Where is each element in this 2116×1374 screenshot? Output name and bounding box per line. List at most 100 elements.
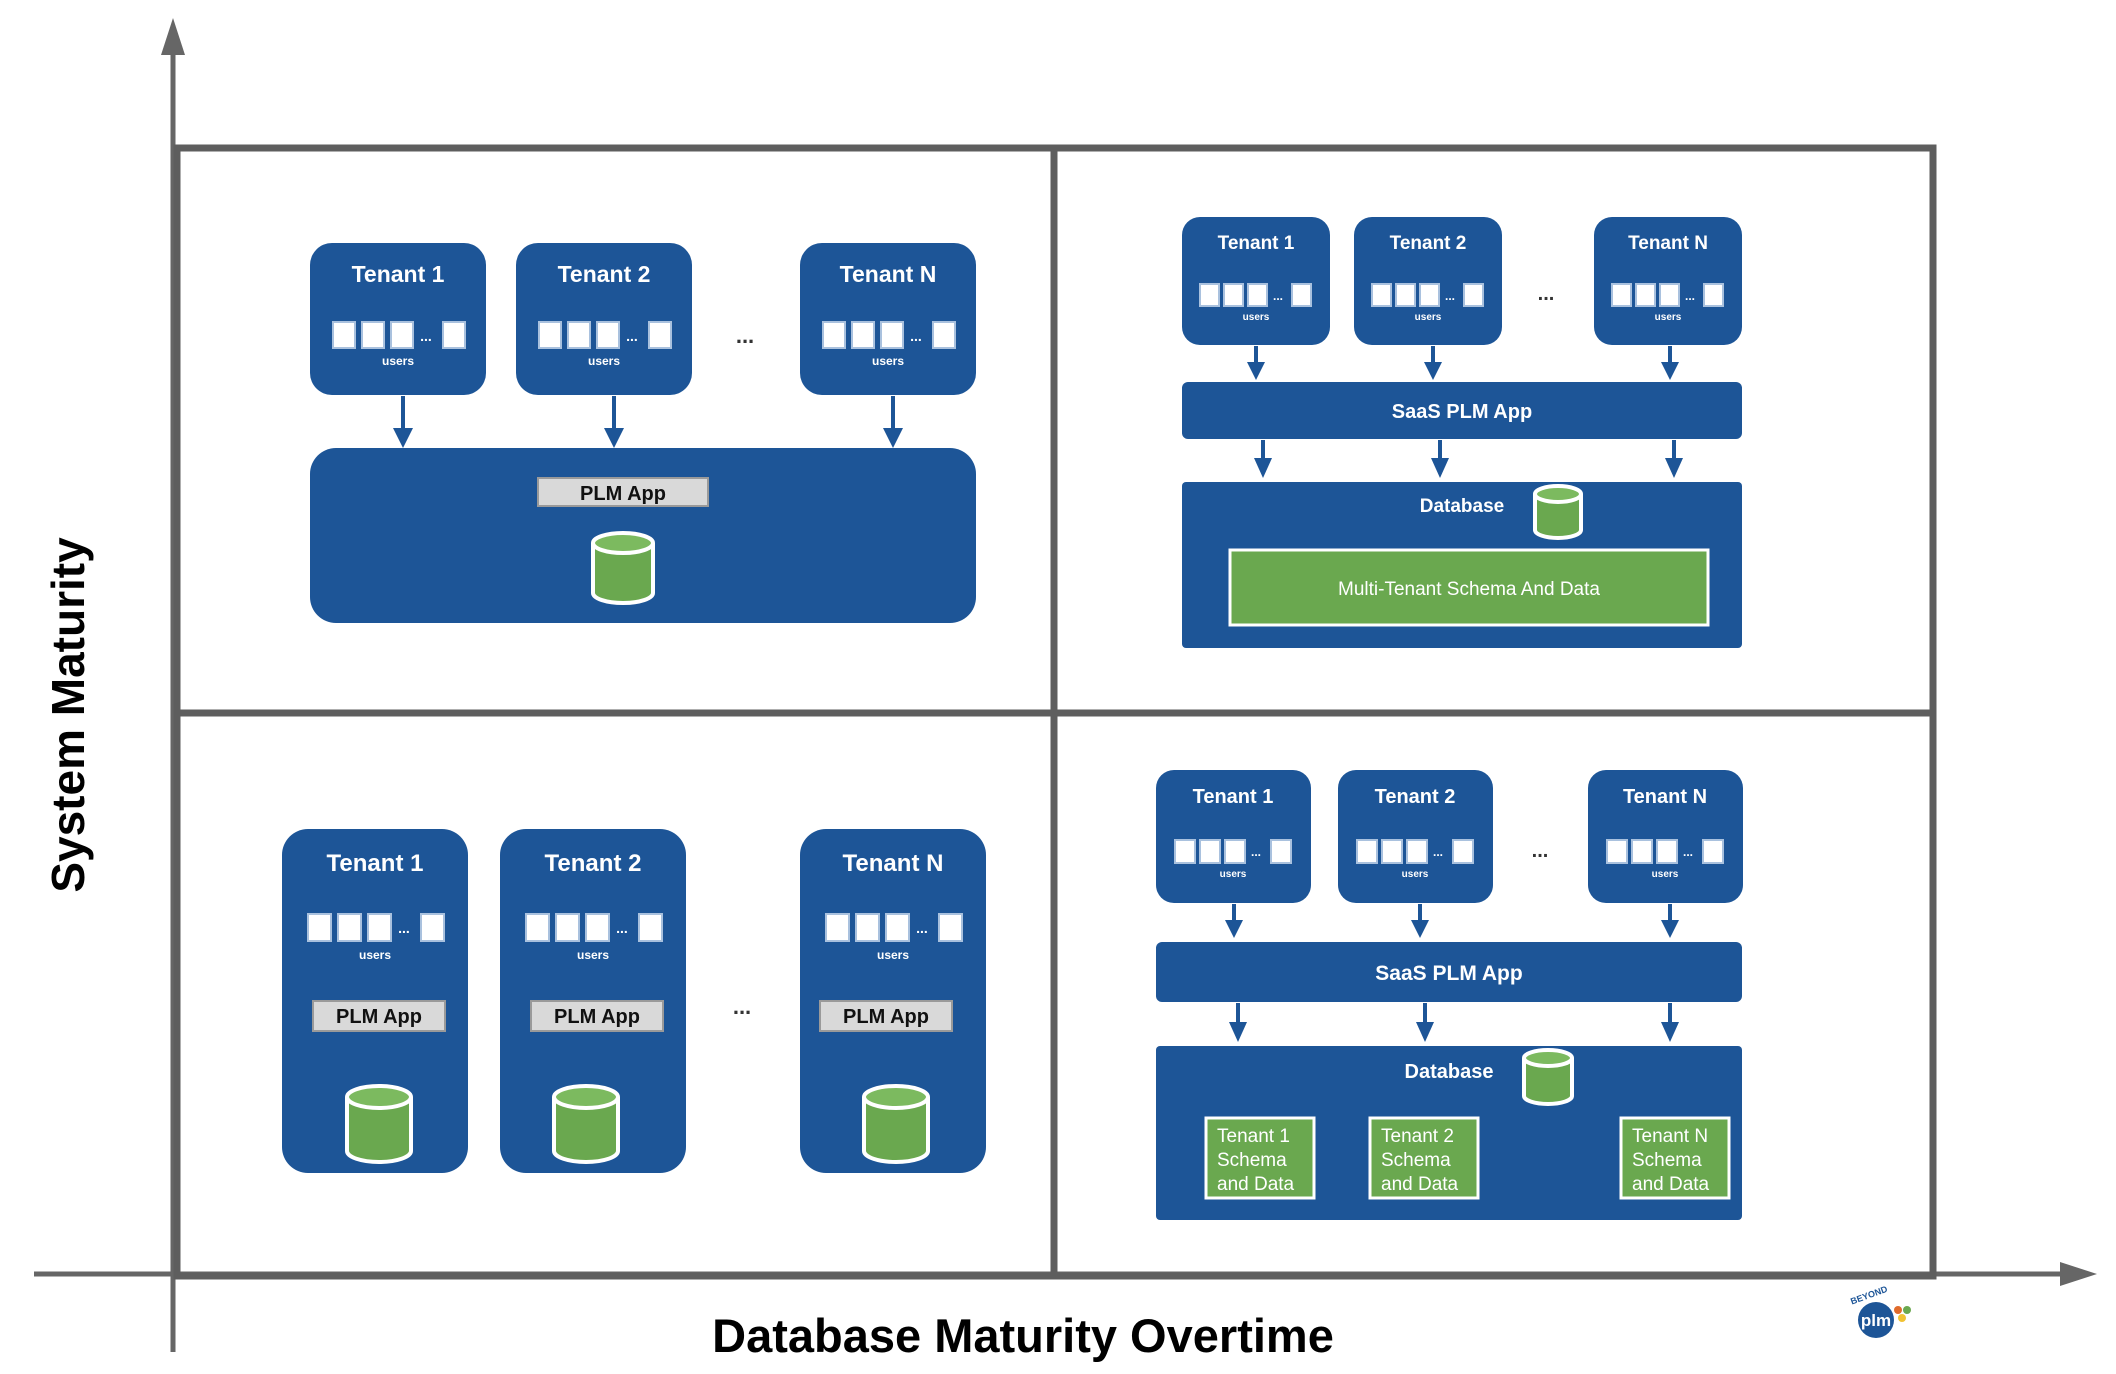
arrow: [1661, 1003, 1679, 1042]
database-container: Database Multi-Tenant Schema And Data: [1182, 482, 1742, 648]
ellipsis: ...: [736, 323, 754, 348]
multi-tenant-schema-box: Multi-Tenant Schema And Data: [1228, 548, 1710, 627]
svg-text:...: ...: [616, 920, 628, 936]
users-icon-row: ...: [1611, 283, 1724, 307]
users-icon-row: ...: [1371, 283, 1484, 307]
plm-app-label: PLM App: [819, 1000, 953, 1032]
database-cylinder-icon: [862, 1084, 930, 1164]
users-icon-row: ...: [332, 321, 466, 349]
arrow: [1416, 1003, 1434, 1042]
svg-text:and Data: and Data: [1381, 1174, 1459, 1195]
database-cylinder-icon: [552, 1084, 620, 1164]
tenant-card: Tenant 2 ... users: [1354, 217, 1502, 345]
users-label: users: [1243, 312, 1270, 323]
quadrant-bottom-right: Tenant 1 ... users Tenant 2 ... users ..: [1156, 770, 1743, 1220]
saas-plm-app-bar: SaaS PLM App: [1182, 382, 1742, 439]
svg-text:...: ...: [420, 328, 432, 344]
tenant-schema-box: Tenant 1 Schema and Data: [1204, 1116, 1316, 1200]
users-icon-row: ...: [1606, 839, 1724, 864]
users-label: users: [1415, 312, 1442, 323]
users-label: users: [1402, 869, 1429, 880]
svg-text:Tenant 1: Tenant 1: [1217, 1126, 1290, 1147]
users-icon-row: ...: [825, 913, 963, 942]
database-label: Database: [1420, 496, 1505, 517]
svg-text:...: ...: [1683, 845, 1693, 859]
tenant-title: Tenant N: [1628, 233, 1708, 254]
arrow: [1424, 346, 1442, 380]
users-label: users: [1652, 869, 1679, 880]
tenant-title: Tenant N: [1623, 786, 1707, 808]
database-label: Database: [1405, 1061, 1494, 1083]
tenant-title: Tenant 1: [1218, 233, 1295, 254]
tenant-card: Tenant 2 ... users: [516, 243, 692, 395]
svg-text:...: ...: [1251, 845, 1261, 859]
database-cylinder-icon: [1522, 1048, 1574, 1106]
arrow: [1254, 440, 1272, 478]
saas-plm-app-bar: SaaS PLM App: [1156, 942, 1742, 1002]
plm-app-label: PLM App: [312, 1000, 446, 1032]
users-label: users: [588, 354, 620, 368]
tenant-title: Tenant 2: [545, 850, 642, 877]
svg-text:...: ...: [1433, 845, 1443, 859]
tenant-title: Tenant N: [840, 261, 937, 287]
svg-text:...: ...: [910, 328, 922, 344]
tenant-card: Tenant 2 ... users: [1338, 770, 1493, 903]
svg-text:PLM App: PLM App: [554, 1006, 640, 1028]
arrow: [1225, 904, 1243, 938]
database-cylinder-icon: [1533, 484, 1583, 540]
svg-text:BEYOND: BEYOND: [1849, 1284, 1889, 1307]
y-axis: [161, 18, 185, 1352]
tenant-card: Tenant 1 ... users: [1156, 770, 1311, 903]
logo-dot-icon: [1898, 1314, 1906, 1322]
tenant-card: Tenant 1 ... users: [310, 243, 486, 395]
svg-text:Schema: Schema: [1217, 1150, 1287, 1171]
tenant-title: Tenant 1: [327, 850, 424, 877]
ellipsis: ...: [1532, 840, 1549, 862]
tenant-title: Tenant N: [843, 850, 944, 877]
tenant-schema-box: Tenant 2 Schema and Data: [1368, 1116, 1480, 1200]
svg-text:...: ...: [916, 920, 928, 936]
tenant-stack: Tenant 1 ... users PLM App: [282, 829, 468, 1173]
x-axis-label: Database Maturity Overtime: [712, 1309, 1334, 1362]
arrow: [1661, 346, 1679, 380]
svg-text:...: ...: [1685, 289, 1695, 303]
svg-text:...: ...: [1445, 289, 1455, 303]
ellipsis: ...: [733, 994, 751, 1019]
plm-app-label: PLM App: [537, 477, 709, 507]
tenant-title: Tenant 2: [1390, 233, 1467, 254]
quadrant-bottom-left: Tenant 1 ... users PLM App Tenant 2: [282, 829, 986, 1173]
tenant-card: Tenant N ... users: [1594, 217, 1742, 345]
tenant-title: Tenant 1: [352, 261, 445, 287]
svg-text:Tenant N: Tenant N: [1632, 1126, 1708, 1147]
svg-text:Schema: Schema: [1381, 1150, 1451, 1171]
svg-text:Tenant 2: Tenant 2: [1381, 1126, 1454, 1147]
arrow: [883, 396, 903, 448]
logo-dot-icon: [1894, 1306, 1902, 1314]
tenant-title: Tenant 2: [1375, 786, 1456, 808]
arrow: [1661, 904, 1679, 938]
svg-text:and Data: and Data: [1217, 1174, 1295, 1195]
svg-text:...: ...: [398, 920, 410, 936]
users-icon-row: ...: [1174, 839, 1292, 864]
arrow: [1665, 440, 1683, 478]
arrow: [604, 396, 624, 448]
svg-text:PLM App: PLM App: [843, 1006, 929, 1028]
arrow: [1411, 904, 1429, 938]
tenant-stack: Tenant 2 ... users PLM App: [500, 829, 686, 1173]
users-label: users: [577, 948, 609, 962]
users-label: users: [382, 354, 414, 368]
svg-text:Schema: Schema: [1632, 1150, 1702, 1171]
beyond-plm-logo: plm BEYOND: [1849, 1284, 1911, 1338]
svg-text:PLM App: PLM App: [336, 1006, 422, 1028]
arrow: [393, 396, 413, 448]
users-icon-row: ...: [538, 321, 672, 349]
arrow: [1229, 1003, 1247, 1042]
users-icon-row: ...: [1356, 839, 1474, 864]
quadrant-frame: [173, 144, 1937, 1280]
database-container: Database Tenant 1 Schema and Data Tenant…: [1156, 1046, 1742, 1220]
svg-text:SaaS PLM App: SaaS PLM App: [1392, 401, 1532, 423]
quadrant-top-left: Tenant 1 ... users Tenant 2 ... users ..: [310, 243, 976, 623]
tenant-stack: Tenant N ... users PLM App: [800, 829, 986, 1173]
arrow: [1247, 346, 1265, 380]
